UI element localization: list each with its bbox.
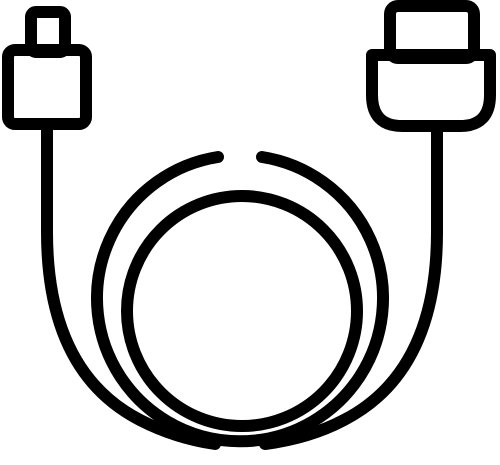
coiled-cable bbox=[41, 122, 443, 450]
cable-left-lead bbox=[41, 122, 221, 450]
cable-right-lead bbox=[259, 122, 443, 450]
large-plug-icon bbox=[366, 0, 496, 132]
small-plug-icon bbox=[2, 6, 92, 130]
large-plug-body bbox=[366, 49, 496, 132]
cable-outer-loop bbox=[91, 151, 389, 448]
cable-inner-loop bbox=[121, 190, 363, 432]
small-plug-body bbox=[2, 44, 92, 130]
